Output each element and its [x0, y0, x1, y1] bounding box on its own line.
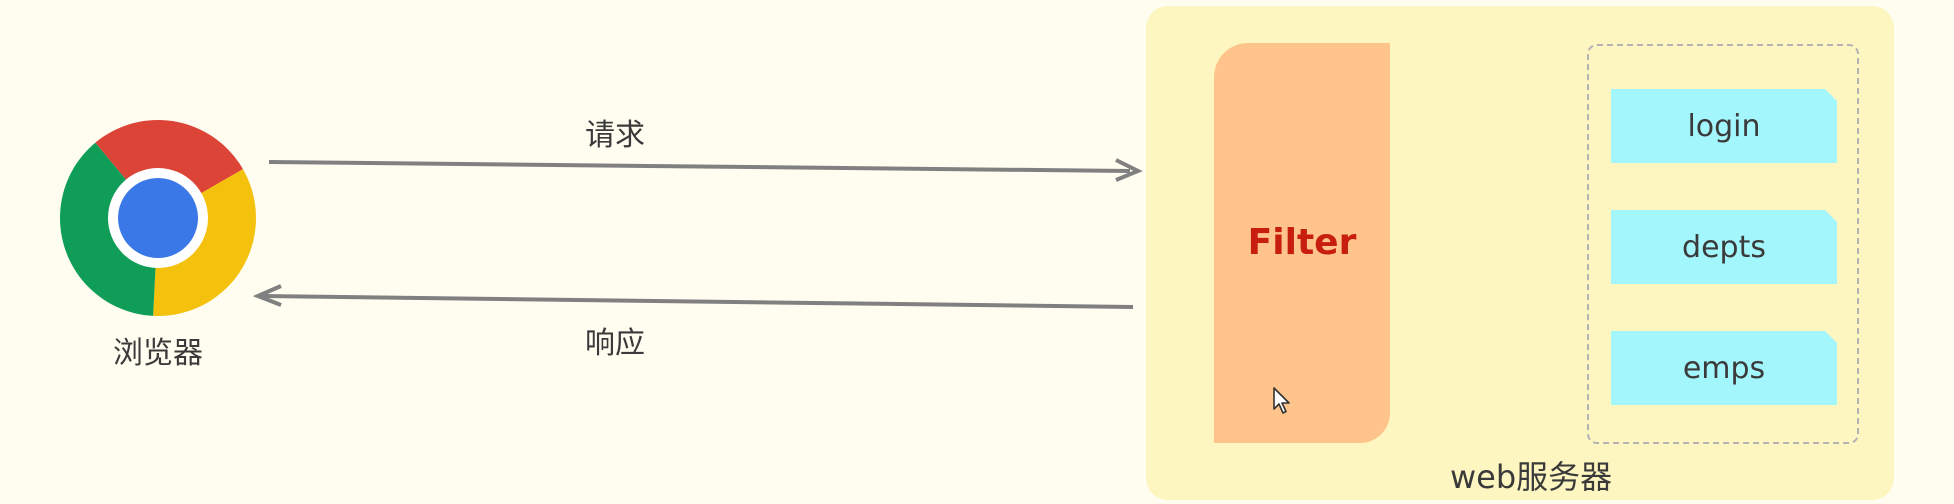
request-arrowhead [1115, 158, 1143, 182]
resource-emps: emps [1611, 331, 1837, 405]
browser-label: 浏览器 [113, 336, 203, 371]
request-label: 请求 [585, 118, 645, 153]
filter-block [1214, 43, 1390, 443]
response-arrow [261, 294, 1134, 309]
filter-label: Filter [1247, 222, 1357, 263]
resource-login: login [1611, 89, 1837, 163]
resource-depts: depts [1611, 210, 1837, 284]
chrome-icon [60, 120, 256, 316]
web-server-label: web服务器 [1450, 458, 1613, 496]
request-arrow [268, 160, 1131, 173]
cursor-icon [1273, 387, 1290, 414]
response-arrowhead [252, 284, 282, 307]
response-label: 响应 [585, 326, 645, 361]
resource-group [1587, 44, 1859, 444]
